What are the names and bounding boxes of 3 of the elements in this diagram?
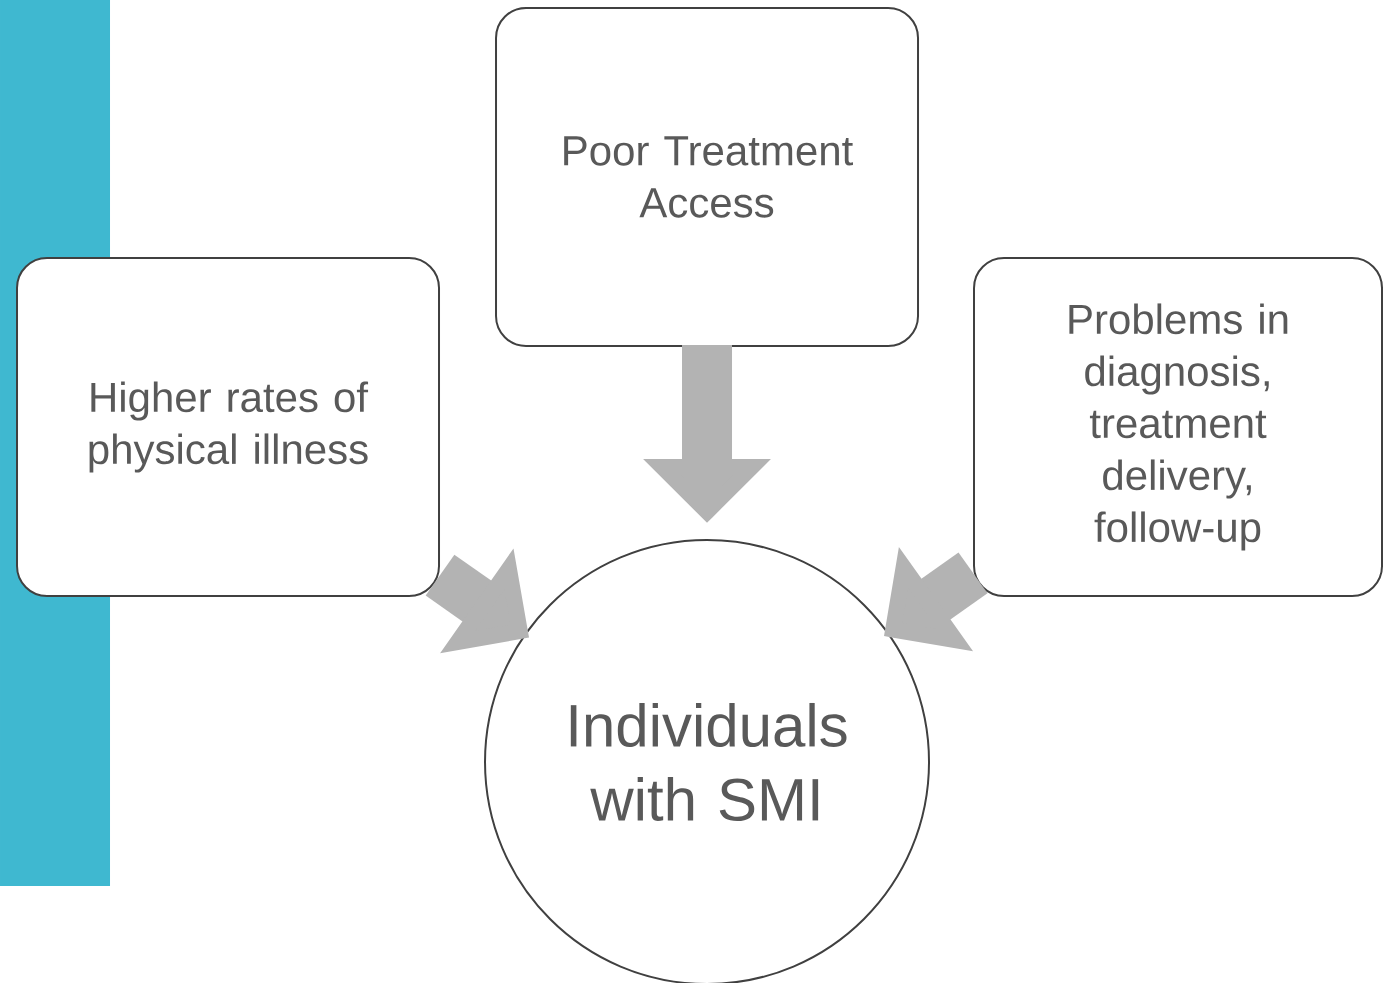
text-box: Poor Treatment Access bbox=[495, 7, 919, 347]
text-box: Problems in diagnosis, treatment delivery, follow-up bbox=[973, 257, 1383, 597]
text-box: Higher rates of physical illness bbox=[16, 257, 440, 597]
